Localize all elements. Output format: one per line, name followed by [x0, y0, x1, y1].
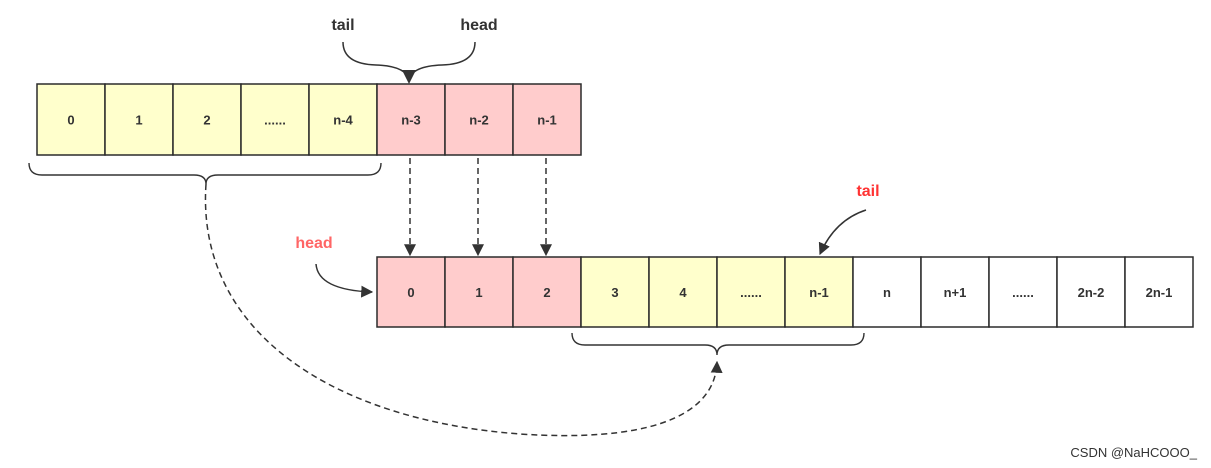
cell-box — [988, 256, 1058, 328]
cell-label: 1 — [475, 285, 482, 300]
cell-label: n-1 — [537, 113, 557, 128]
cell-label: 2 — [543, 285, 550, 300]
new-array-cell: 2 — [512, 256, 582, 328]
new-head-pointer-arrow — [315, 263, 374, 298]
new-array-brace — [571, 332, 865, 356]
new-array-cell: ...... — [716, 256, 786, 328]
cell-box — [376, 256, 446, 328]
cell-box — [1124, 256, 1194, 328]
cell-label: n-4 — [333, 113, 353, 128]
cell-label: 2n-2 — [1078, 285, 1105, 300]
new-array-cell: n-1 — [784, 256, 854, 328]
cell-label: 3 — [611, 285, 618, 300]
old-array-cell: n-2 — [444, 83, 514, 156]
new-array-cell: ...... — [988, 256, 1058, 328]
cell-label: n-3 — [401, 113, 421, 128]
cell-label: 2 — [203, 113, 210, 128]
cell-box — [512, 83, 582, 156]
cell-box — [580, 256, 650, 328]
cell-label: 0 — [67, 113, 74, 128]
new-array-cell: 4 — [648, 256, 718, 328]
cell-box — [172, 83, 242, 156]
new-array-cell: 3 — [580, 256, 650, 328]
old-array-cell: 1 — [104, 83, 174, 156]
cell-box — [852, 256, 922, 328]
new-array-cell: 2n-2 — [1056, 256, 1126, 328]
old-array-cell: 2 — [172, 83, 242, 156]
new-array-cell: n — [852, 256, 922, 328]
old-array-cell: n-3 — [376, 83, 446, 156]
cell-label: ...... — [740, 285, 762, 300]
old-array-cell: ...... — [240, 83, 310, 156]
cell-label: 4 — [679, 285, 687, 300]
cell-label: n-2 — [469, 113, 489, 128]
cell-label: ...... — [264, 113, 286, 128]
old-head-pointer-label: head — [460, 17, 497, 34]
cell-box — [648, 256, 718, 328]
cell-label: n+1 — [944, 285, 967, 300]
new-array-cell: 2n-1 — [1124, 256, 1194, 328]
cell-box — [920, 256, 990, 328]
new-array-cell: 1 — [444, 256, 514, 328]
cell-label: 0 — [407, 285, 414, 300]
old-pointer-arrowhead — [402, 70, 416, 84]
new-array-cell: n+1 — [920, 256, 990, 328]
move-curve-arrow — [204, 183, 723, 437]
cell-label: 2n-1 — [1146, 285, 1173, 300]
cell-box — [308, 83, 378, 156]
new-tail-pointer-arrow — [818, 209, 867, 256]
cell-box — [1056, 256, 1126, 328]
cell-box — [376, 83, 446, 156]
new-array: 0 1 2 3 4...... n-1 n n+1...... 2n-2 2n-1 — [376, 256, 1194, 328]
cell-label: ...... — [1012, 285, 1034, 300]
cell-box — [444, 83, 514, 156]
new-head-pointer-label: head — [295, 235, 332, 252]
old-array-cell: n-4 — [308, 83, 378, 156]
cell-box — [36, 83, 106, 156]
old-tail-pointer-label: tail — [331, 17, 354, 34]
old-array-brace — [28, 162, 382, 185]
cell-box — [104, 83, 174, 156]
new-tail-pointer-label: tail — [856, 183, 879, 200]
cell-label: n-1 — [809, 285, 829, 300]
cell-box — [444, 256, 514, 328]
old-array-cell: 0 — [36, 83, 106, 156]
cell-label: n — [883, 285, 891, 300]
watermark: CSDN @NaHCOOO_ — [1070, 445, 1197, 460]
old-array: 0 1 2...... n-4 n-3 n-2 n-1 — [36, 83, 582, 156]
cell-label: 1 — [135, 113, 142, 128]
new-array-cell: 0 — [376, 256, 446, 328]
old-array-cell: n-1 — [512, 83, 582, 156]
cell-box — [716, 256, 786, 328]
